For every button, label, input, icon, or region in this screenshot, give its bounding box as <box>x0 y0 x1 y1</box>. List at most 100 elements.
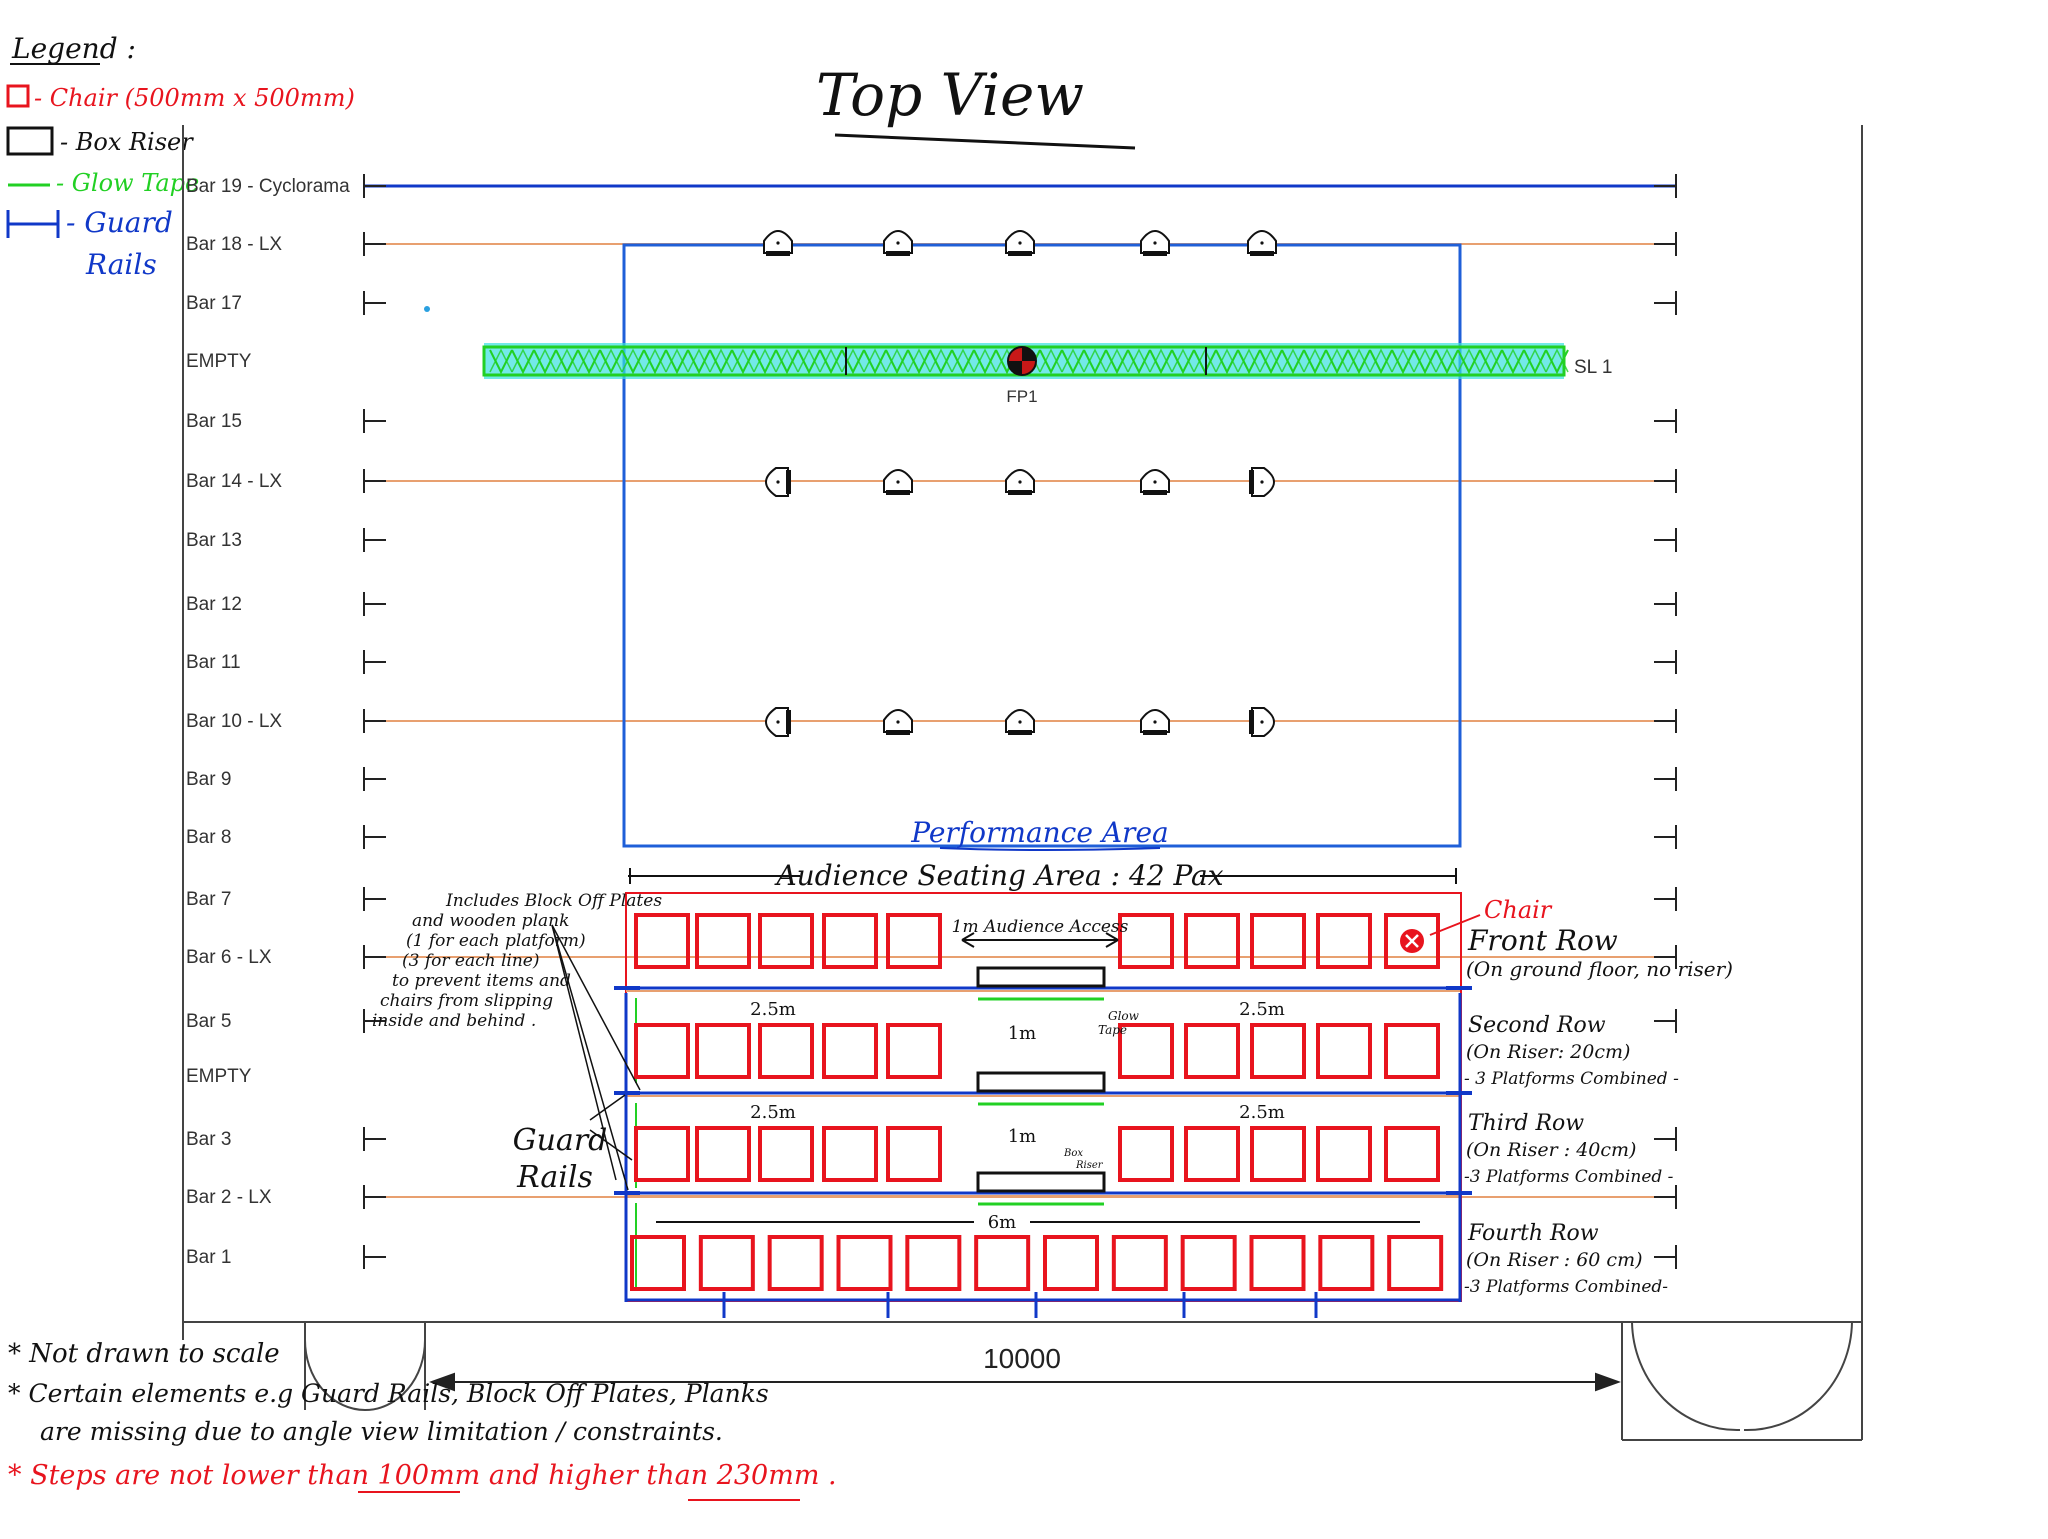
guard-rails-annotation: Guard <box>513 1123 608 1158</box>
row-label-1: Front Row(On ground floor, no riser) <box>1466 924 1733 981</box>
chair <box>1184 913 1240 969</box>
chair <box>1118 1023 1174 1079</box>
block-off-line: Includes Block Off Plates <box>445 891 662 911</box>
chair <box>1184 1126 1240 1182</box>
chair <box>886 1023 942 1079</box>
title-underline <box>834 133 1136 150</box>
bar-label: EMPTY <box>186 351 252 372</box>
bar-label: Bar 3 <box>186 1129 231 1150</box>
chair <box>695 1126 751 1182</box>
chair <box>974 1235 1031 1291</box>
bar-label: Bar 2 - LX <box>186 1187 272 1208</box>
chair <box>886 1126 942 1182</box>
truss-sl1 <box>482 343 1569 379</box>
glow-tape-annotation: Glow <box>1108 1009 1140 1023</box>
chair <box>1250 1126 1306 1182</box>
bar-label: Bar 8 <box>186 827 231 848</box>
notes: * Not drawn to scale* Certain elements e… <box>8 1339 837 1501</box>
legend-guard-rail-swatch <box>6 210 60 238</box>
row-label-3: Third Row(On Riser : 40cm)-3 Platforms C… <box>1464 1111 1674 1187</box>
chair <box>822 913 878 969</box>
width-left: 2.5m <box>750 999 796 1020</box>
chair <box>1249 1235 1306 1291</box>
bar-14: Bar 5 <box>186 1009 1677 1033</box>
chair <box>758 1023 814 1079</box>
row-detail: (On Riser : 60 cm) <box>1466 1249 1643 1271</box>
legend-guard-rails-label: - Guard <box>66 206 173 239</box>
row-platforms: -3 Platforms Combined- <box>1464 1277 1668 1297</box>
guard-rails-pointers <box>589 1094 633 1161</box>
row-name: Fourth Row <box>1467 1221 1599 1246</box>
chair <box>1384 1126 1440 1182</box>
width-left: 2.5m <box>750 1102 796 1123</box>
chair <box>1111 1235 1168 1291</box>
lighting-fixtures <box>763 230 1277 737</box>
light-fixture-icon <box>883 469 913 495</box>
chair <box>695 913 751 969</box>
bar-10: Bar 9 <box>186 767 1677 791</box>
chair <box>1180 1235 1237 1291</box>
width-full: 6m <box>988 1212 1017 1233</box>
door-left <box>304 1322 426 1411</box>
seating-row-4: 6m <box>626 1212 1460 1318</box>
legend-guard-rails-label-2: Rails <box>85 248 157 281</box>
performance-area-boundary <box>622 243 1462 848</box>
chair <box>836 1235 893 1291</box>
light-fixture-icon <box>765 707 791 737</box>
row-detail: (On Riser: 20cm) <box>1466 1041 1630 1063</box>
row-name: Front Row <box>1467 924 1618 957</box>
legend-glow-tape-label: - Glow Tape <box>56 169 199 197</box>
block-off-line: and wooden plank <box>412 911 569 931</box>
room-width-dimension <box>429 1372 1621 1392</box>
chair <box>1250 913 1306 969</box>
performance-area-label: Performance Area <box>910 816 1168 849</box>
chair <box>1316 913 1372 969</box>
light-fixture-icon <box>1247 230 1277 256</box>
performance-area-underline <box>939 847 1161 851</box>
door-right <box>1621 1321 1862 1441</box>
bar-label: Bar 7 <box>186 889 231 910</box>
chair <box>1384 913 1440 969</box>
truss-label: SL 1 <box>1574 357 1612 378</box>
chair-annotation: Chair <box>1484 896 1553 924</box>
bar-7: Bar 12 <box>186 592 1677 616</box>
chair <box>767 1235 824 1291</box>
room-width-label: 10000 <box>983 1343 1061 1374</box>
row-detail: (On Riser : 40cm) <box>1466 1139 1636 1161</box>
chair-annotation-pointer <box>1429 914 1481 936</box>
chair <box>1118 913 1174 969</box>
chair <box>758 1126 814 1182</box>
chair <box>822 1023 878 1079</box>
bar-18: Bar 1 <box>186 1245 1677 1269</box>
marker-dot <box>424 306 430 312</box>
bar-label: Bar 12 <box>186 594 242 615</box>
box-riser <box>976 1071 1106 1093</box>
block-off-line: (3 for each line) <box>402 951 540 971</box>
note-2: * Certain elements e.g Guard Rails, Bloc… <box>8 1379 769 1408</box>
bar-label: Bar 13 <box>186 530 242 551</box>
bar-label: Bar 18 - LX <box>186 234 282 255</box>
light-fixture-icon <box>1140 469 1170 495</box>
row-label-2: Second Row(On Riser: 20cm)- 3 Platforms … <box>1464 1013 1679 1089</box>
bar-9: Bar 10 - LX <box>186 709 1677 733</box>
block-off-line: chairs from slipping <box>380 991 553 1011</box>
chair <box>1387 1235 1444 1291</box>
chair <box>1184 1023 1240 1079</box>
light-fixture-icon <box>883 709 913 735</box>
audience-area-label: Audience Seating Area : 42 Pax <box>773 859 1223 892</box>
chair <box>698 1235 755 1291</box>
chair <box>1118 1126 1174 1182</box>
light-fixture-icon <box>1005 469 1035 495</box>
block-off-line: inside and behind . <box>372 1011 536 1031</box>
chair <box>905 1235 962 1291</box>
row-platforms: - 3 Platforms Combined - <box>1464 1069 1679 1089</box>
bar-5: Bar 14 - LX <box>186 469 1677 493</box>
bar-4: Bar 15 <box>186 409 1677 433</box>
guard-rails-annotation-2: Rails <box>516 1160 593 1195</box>
legend-box-riser-swatch <box>6 126 54 156</box>
